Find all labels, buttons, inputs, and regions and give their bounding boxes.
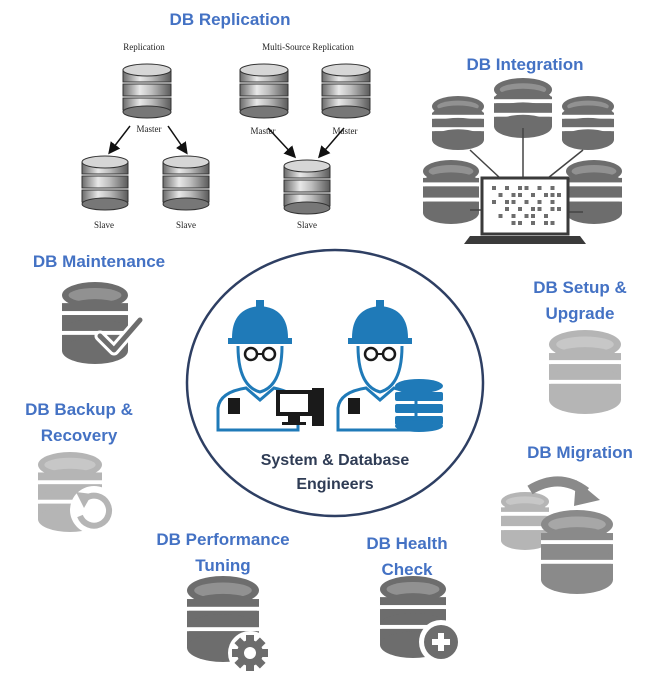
migration-title: DB Migration	[527, 443, 633, 462]
slave-label: Slave	[94, 220, 114, 230]
center-title-line1: System & Database	[260, 452, 410, 469]
replication-arrow	[108, 125, 131, 155]
master-server-icon	[321, 63, 371, 119]
check-icon-inner	[97, 317, 143, 353]
replication-arrow	[318, 127, 345, 159]
migration-source-database-icon	[501, 492, 549, 551]
maintenance-title: DB Maintenance	[32, 252, 166, 271]
replication-title: DB Replication	[169, 10, 291, 29]
slave-server-icon	[81, 155, 129, 211]
replication-arrow	[167, 125, 188, 155]
setup-database-icon	[549, 330, 621, 414]
replication-caption: Replication	[123, 42, 165, 52]
setup-title-line2: Upgrade	[545, 304, 615, 323]
integration-database-icon	[432, 96, 484, 151]
integration-database-icon	[562, 96, 614, 151]
master-label: Master	[332, 126, 358, 136]
replication-arrow	[267, 127, 297, 159]
health-title-line1: DB Health	[366, 534, 448, 553]
backup-title-line1: DB Backup &	[25, 400, 133, 419]
computer-icon	[276, 388, 324, 426]
performance-title-line1: DB Performance	[156, 530, 290, 549]
refresh-icon	[70, 486, 118, 534]
health-title-line2: Check	[381, 560, 433, 579]
replication-diagram	[81, 63, 371, 215]
migration-target-database-icon	[541, 510, 613, 594]
integration-title: DB Integration	[466, 55, 584, 74]
blue-database-icon	[395, 379, 443, 432]
integration-database-icon	[423, 160, 479, 224]
center-title-line2: Engineers	[296, 476, 374, 493]
integration-database-icon	[494, 78, 552, 138]
master-label: Master	[136, 124, 162, 134]
setup-title-line1: DB Setup &	[533, 278, 627, 297]
laptop-icon	[464, 128, 586, 244]
backup-database-icon	[38, 452, 102, 532]
integration-database-icon	[566, 160, 622, 224]
plus-circle-icon	[419, 620, 463, 664]
master-server-icon	[122, 63, 172, 119]
multisource-caption: Multi-Source Replication	[262, 42, 354, 52]
performance-title-line2: Tuning	[195, 556, 251, 575]
master-server-icon	[239, 63, 289, 119]
slave-server-icon	[162, 155, 210, 211]
slave-label: Slave	[176, 220, 196, 230]
backup-title-line2: Recovery	[40, 426, 118, 445]
migration-arrow-icon	[527, 476, 600, 506]
slave-server-icon	[283, 159, 331, 215]
slave-label: Slave	[297, 220, 317, 230]
integration-icon	[423, 78, 622, 224]
master-label: Master	[250, 126, 276, 136]
gear-icon	[228, 631, 272, 673]
